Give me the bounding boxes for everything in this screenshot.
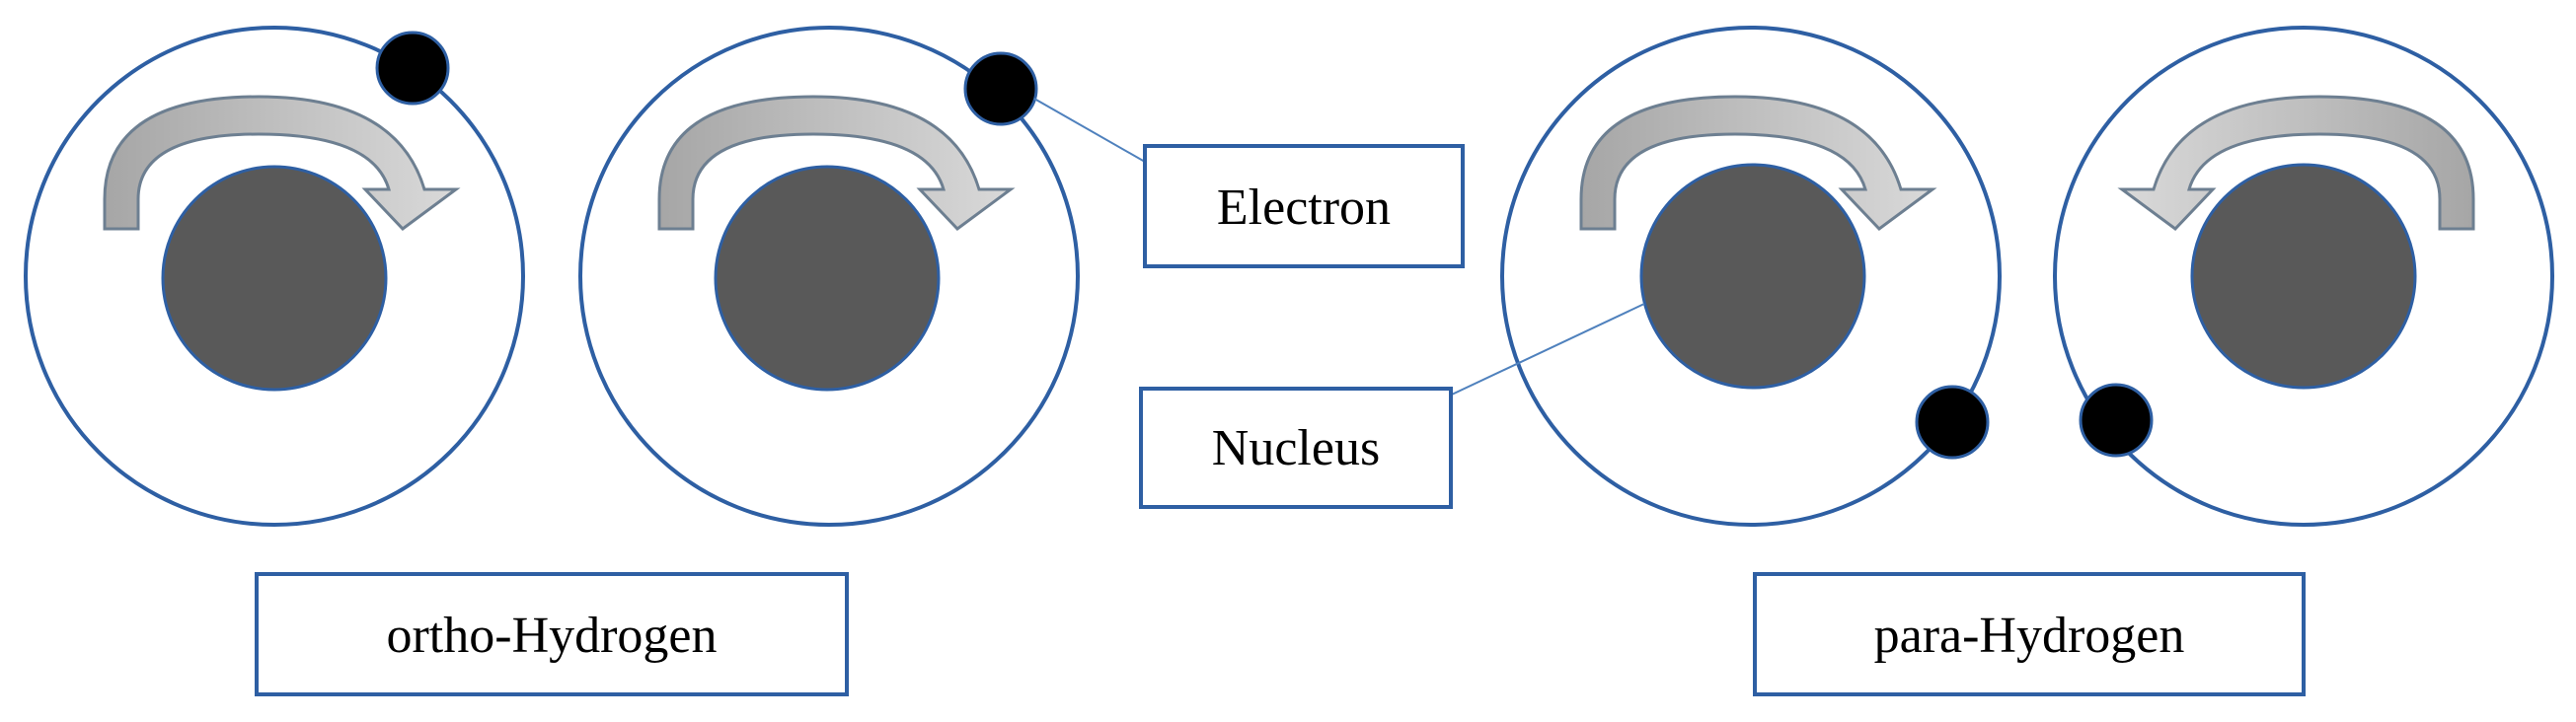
nucleus (2190, 163, 2417, 390)
nucleus-label-text: Nucleus (1212, 420, 1380, 476)
ortho-hydrogen-label-box (255, 572, 849, 696)
spin-arrow-clockwise-icon (657, 95, 1016, 231)
nucleus (1639, 163, 1866, 390)
electron (2079, 383, 2154, 458)
ortho-atom-right (578, 26, 1080, 527)
electron (375, 31, 450, 106)
ortho-atom-left (24, 26, 525, 527)
nucleus-label-box (1139, 387, 1453, 509)
ortho-hydrogen-label: ortho-Hydrogen (255, 572, 849, 696)
spin-arrow-clockwise-icon (103, 95, 461, 231)
para-hydrogen-label: para-Hydrogen (1753, 572, 2306, 696)
ortho-hydrogen-label-text: ortho-Hydrogen (386, 608, 717, 664)
para-atom-right (2053, 26, 2554, 527)
electron-label-text: Electron (1217, 180, 1391, 236)
electron-label: Electron (1143, 144, 1465, 268)
spin-arrow-counterclockwise-icon (2117, 95, 2475, 231)
spin-arrow-clockwise-icon (1579, 95, 1937, 231)
electron-label-box (1143, 144, 1465, 268)
electron-leader-line (1033, 98, 1146, 163)
nucleus-label: Nucleus (1139, 387, 1453, 509)
para-hydrogen-label-box (1753, 572, 2306, 696)
nucleus (714, 165, 941, 392)
nucleus (161, 165, 388, 392)
para-hydrogen-label-text: para-Hydrogen (1874, 608, 2185, 664)
electron (1915, 385, 1990, 460)
electron (963, 51, 1038, 126)
para-atom-left (1500, 26, 2002, 527)
